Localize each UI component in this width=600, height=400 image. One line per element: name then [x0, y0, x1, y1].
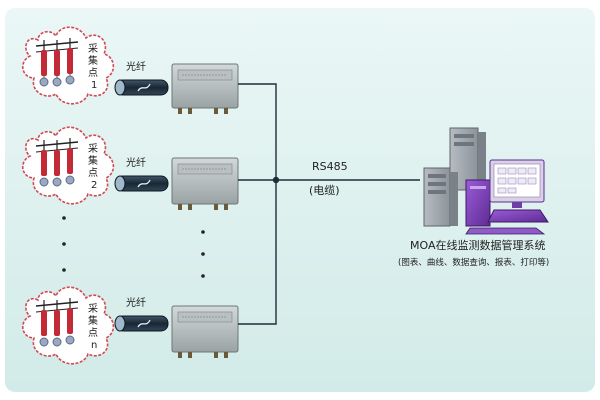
monitor-unit-icon [171, 305, 239, 358]
arrester-icon [35, 38, 79, 87]
fiber-label: 光纤 [126, 60, 146, 73]
bus-label: RS485 [312, 160, 348, 173]
fiber-cable-icon [114, 315, 169, 332]
fiber-label: 光纤 [126, 156, 146, 169]
collection-point-label-char: 集 [88, 154, 98, 167]
monitor-unit-2 [171, 157, 239, 210]
bus-sublabel: (电缆) [309, 184, 340, 197]
fiber-link-2: 光纤 [114, 156, 169, 192]
fiber-label: 光纤 [126, 296, 146, 309]
fiber-link-1: 光纤 [114, 60, 169, 96]
diagram-background [5, 8, 595, 392]
collection-point-label-char: 点 [88, 67, 98, 79]
monitor-unit-n [171, 305, 239, 358]
fiber-cable-icon [114, 79, 169, 96]
fiber-link-n: 光纤 [114, 296, 169, 332]
collection-point-label-char: 1 [91, 80, 97, 91]
collection-point-2: 采 集 点 2 [22, 126, 115, 205]
system-title: MOA在线监测数据管理系统 [410, 238, 545, 252]
rs485-bus-wiring [238, 83, 420, 325]
ellipsis-dots-middle [201, 230, 205, 278]
collection-point-label-char: 2 [91, 180, 97, 191]
collection-point-label-char: 采 [88, 43, 98, 55]
server-tower-icon [423, 127, 486, 227]
collection-point-label-char: n [91, 340, 97, 351]
management-system [423, 127, 549, 235]
fiber-cable-icon [114, 175, 169, 192]
bus-junction-dot [272, 176, 280, 184]
collection-point-label-char: 集 [88, 54, 98, 67]
monitor-unit-icon [171, 157, 239, 210]
monitor-unit-icon [171, 63, 239, 114]
system-subtitle: (图表、曲线、数据查询、报表、打印等) [398, 257, 549, 268]
arrester-icon [35, 298, 79, 347]
arrester-icon [35, 138, 79, 187]
collection-point-n: 采 集 点 n [22, 286, 115, 365]
collection-point-label-char: 点 [88, 167, 98, 179]
collection-point-1: 采 集 点 1 [22, 26, 115, 105]
collection-point-label-char: 采 [88, 143, 98, 155]
desktop-computer-icon [465, 159, 549, 235]
collection-point-label-char: 采 [88, 303, 98, 315]
collection-point-label-char: 点 [88, 327, 98, 339]
ellipsis-dots-left [62, 216, 66, 272]
monitor-unit-1 [171, 63, 239, 114]
collection-point-label-char: 集 [88, 314, 98, 327]
